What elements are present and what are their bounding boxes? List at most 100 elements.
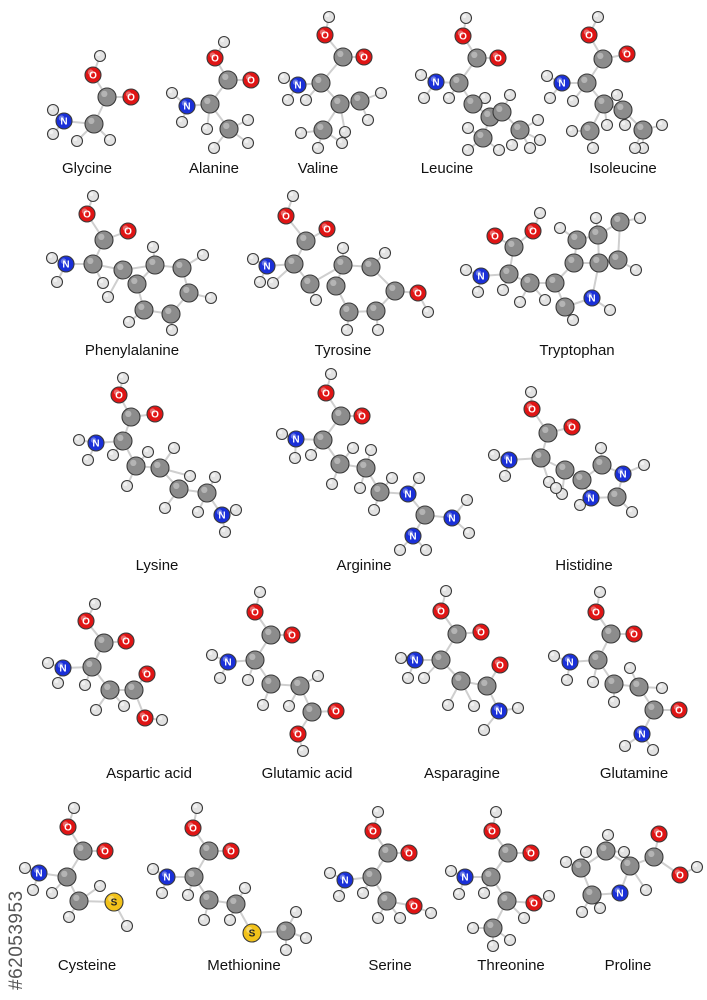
hydrogen-atom — [51, 676, 65, 690]
hydrogen-atom — [256, 698, 270, 712]
carbon-atom — [477, 676, 497, 696]
carbon-atom — [362, 867, 382, 887]
hydrogen-atom — [175, 115, 189, 129]
hydrogen-atom — [646, 743, 660, 757]
nitrogen-atom: N — [219, 653, 237, 671]
hydrogen-atom — [393, 543, 407, 557]
hydrogen-atom — [41, 656, 55, 670]
carbon-atom — [431, 650, 451, 670]
carbon-atom — [644, 700, 664, 720]
carbon-atom — [84, 114, 104, 134]
hydrogen-atom — [417, 91, 431, 105]
carbon-atom — [172, 258, 192, 278]
nitrogen-label: N — [341, 876, 348, 887]
oxygen-label: O — [151, 410, 159, 421]
nitrogen-label: N — [432, 78, 439, 89]
nitrogen-label: N — [411, 656, 418, 667]
oxygen-label: O — [143, 670, 151, 681]
oxygen-label: O — [655, 830, 663, 841]
oxygen-atom: O — [454, 27, 472, 45]
carbon-atom — [564, 253, 584, 273]
oxygen-label: O — [623, 50, 631, 61]
nitrogen-atom: N — [399, 485, 417, 503]
carbon-atom — [483, 918, 503, 938]
hydrogen-atom — [487, 448, 501, 462]
carbon-atom — [83, 254, 103, 274]
oxygen-atom: O — [84, 66, 102, 84]
amino-acid-name: Proline — [605, 957, 652, 974]
nitrogen-label: N — [263, 262, 270, 273]
hydrogen-atom — [601, 828, 615, 842]
hydrogen-atom — [289, 905, 303, 919]
hydrogen-atom — [378, 246, 392, 260]
oxygen-label: O — [488, 827, 496, 838]
carbon-atom — [370, 482, 390, 502]
oxygen-label: O — [592, 608, 600, 619]
nitrogen-label: N — [638, 730, 645, 741]
oxygen-atom: O — [364, 822, 382, 840]
nitrogen-label: N — [404, 490, 411, 501]
oxygen-label: O — [477, 628, 485, 639]
carbon-atom — [594, 94, 614, 114]
carbon-atom — [184, 867, 204, 887]
carbon-atom — [580, 121, 600, 141]
hydrogen-atom — [286, 189, 300, 203]
hydrogen-atom — [586, 141, 600, 155]
hydrogen-atom — [503, 933, 517, 947]
hydrogen-atom — [205, 648, 219, 662]
nitrogen-atom: N — [87, 434, 105, 452]
carbon-atom — [333, 255, 353, 275]
hydrogen-atom — [477, 886, 491, 900]
carbon-atom — [126, 456, 146, 476]
hydrogen-atom — [200, 122, 214, 136]
nitrogen-atom: N — [336, 871, 354, 889]
amino-acid-name: Histidine — [555, 557, 613, 574]
carbon-atom — [555, 460, 575, 480]
hydrogen-atom — [524, 385, 538, 399]
carbon-atom — [226, 894, 246, 914]
oxygen-label: O — [491, 232, 499, 243]
carbon-atom — [245, 650, 265, 670]
hydrogen-atom — [374, 86, 388, 100]
hydrogen-atom — [547, 649, 561, 663]
hydrogen-atom — [155, 886, 169, 900]
carbon-atom — [620, 856, 640, 876]
oxygen-atom: O — [580, 26, 598, 44]
hydrogen-atom — [106, 448, 120, 462]
nitrogen-atom: N — [213, 506, 231, 524]
carbon-atom — [300, 274, 320, 294]
oxygen-atom: O — [78, 205, 96, 223]
amino-acid-name: Arginine — [336, 557, 391, 574]
hydrogen-atom — [197, 913, 211, 927]
oxygen-atom: O — [146, 405, 164, 423]
amino-acid-name: Phenylalanine — [85, 342, 179, 359]
hydrogen-atom — [338, 125, 352, 139]
carbon-atom — [69, 891, 89, 911]
oxygen-label: O — [585, 31, 593, 42]
hydrogen-atom — [459, 11, 473, 25]
hydrogen-atom — [141, 445, 155, 459]
bonds — [281, 373, 470, 551]
hydrogen-atom — [323, 866, 337, 880]
amino-acid-name: Isoleucine — [589, 160, 657, 177]
oxygen-label: O — [437, 607, 445, 618]
hydrogen-atom — [625, 505, 639, 519]
carbon-atom — [481, 867, 501, 887]
carbon-atom — [567, 230, 587, 250]
amino-acid-name: Valine — [298, 160, 339, 177]
hydrogen-atom — [191, 505, 205, 519]
oxygen-label: O — [410, 902, 418, 913]
nitrogen-atom: N — [55, 112, 73, 130]
carbon-atom — [613, 100, 633, 120]
hydrogen-atom — [593, 901, 607, 915]
carbon-atom — [449, 73, 469, 93]
amino-acid-name: Tyrosine — [315, 342, 372, 359]
hydrogen-atom — [340, 323, 354, 337]
hydrogen-atom — [444, 864, 458, 878]
